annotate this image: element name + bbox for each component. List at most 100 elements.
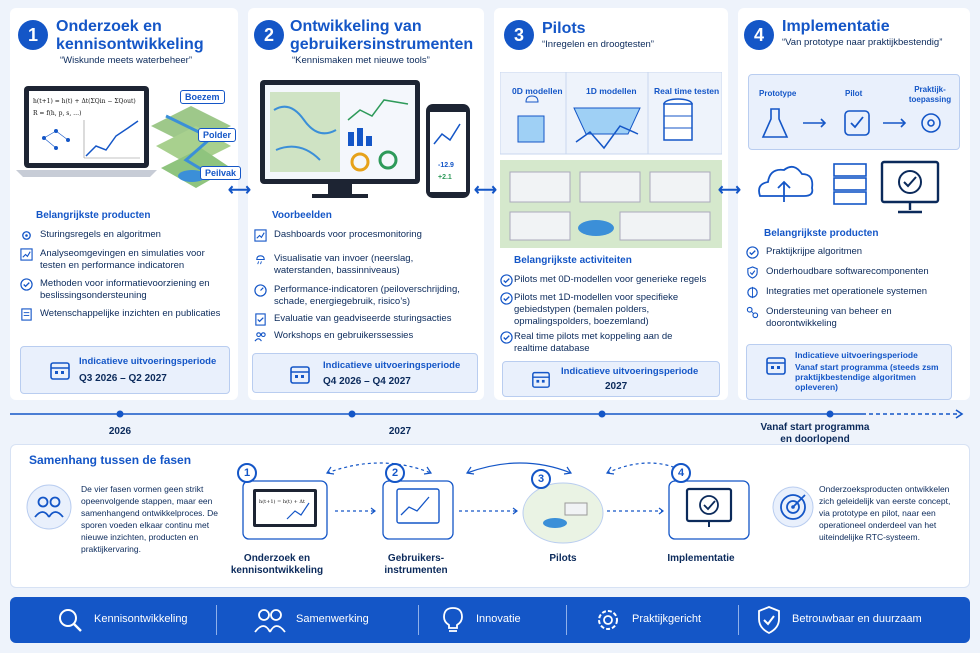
rain-icon [256,255,265,265]
check-circle-icon [500,292,513,305]
process-steps-box: Prototype Pilot Praktijk-toepassing [748,74,960,150]
period-value: Vanaf start programma (steeds zsm prakti… [795,362,939,392]
footer-item-collaboration: Samenwerking [254,597,414,643]
bidirectional-arrow-icon: ⟷ [228,182,251,199]
flow-step-2-number: 2 [385,463,405,483]
check-circle-icon [746,246,759,259]
period-value: Q4 2026 – Q4 2027 [323,376,411,387]
flow-step-3-label: Pilots [549,553,577,564]
timeline [10,409,964,419]
integration-icon [747,286,758,299]
bidirectional-arrow-icon: ⟷ [474,182,497,199]
lightbulb-icon [443,607,463,632]
phase-3-period: Indicatieve uitvoeringsperiode 2027 [502,361,720,397]
phone-value-1: -12.9 [438,162,454,169]
phase-4-subtitle: “Van prototype naar praktijkbestendig” [782,37,943,48]
phase-4-panel: 4 Implementatie “Van prototype naar prak… [738,8,970,400]
coherence-title: Samenhang tussen de fasen [29,453,192,467]
footer-item-reliable: Betrouwbaar en duurzaam [756,597,966,643]
cloud-server-monitor-illustration [758,160,940,214]
coherence-right-text: Onderzoeksproducten ontwikkelen zich gel… [819,484,951,542]
phase-1-period: Indicatieve uitvoeringsperiode Q3 2026 –… [20,346,230,394]
values-footer: Kennisontwikkeling Samenwerking Innovati… [10,597,970,643]
phase-2-number: 2 [254,20,284,50]
calendar-icon [532,371,550,388]
step-prototype-label: Prototype [759,89,797,98]
support-icon [746,306,759,319]
gear-icon [598,610,618,630]
flow-step-4-number: 4 [671,463,691,483]
flow-step-1-number: 1 [237,463,257,483]
people-icon [26,484,72,530]
phase-3-panel: 3 Pilots “Inregelen en droogtesten” 0D m… [494,8,728,400]
timeline-label-2027: 2027 [388,426,412,437]
period-value: 2027 [605,381,628,392]
flow-step-3-number: 3 [531,469,551,489]
phase-2-title: Ontwikkeling van gebruikersinstrumenten [290,18,474,53]
phase-2-panel: 2 Ontwikkeling van gebruikersinstrumente… [248,8,484,400]
gauge-icon [254,284,267,297]
steps-icons [761,108,941,138]
footer-divider [418,605,419,635]
dashboard-monitor-illustration [260,80,470,198]
phase-1-number: 1 [18,20,48,50]
phone-value-2: +2.1 [438,174,452,181]
models-illustration [500,72,722,248]
period-label: Indicatieve uitvoeringsperiode [561,366,699,377]
gear-network-icon [22,231,31,240]
check-circle-icon [500,331,513,344]
footer-divider [566,605,567,635]
search-icon [59,609,82,632]
step-pilot-label: Pilot [845,89,863,98]
footer-divider [738,605,739,635]
period-label: Indicatieve uitvoeringsperiode [79,356,217,367]
calendar-icon [290,366,310,384]
footer-item-practical: Praktijkgericht [594,597,724,643]
shield-check-icon [758,606,780,635]
flow-step-4-label: Implementatie [667,553,735,564]
model-0d-label: 0D modellen [512,86,563,96]
phase-3-title: Pilots [542,20,586,37]
footer-item-knowledge: Kennisontwikkeling [56,597,216,643]
phase-4-number: 4 [744,20,774,50]
bidirectional-arrow-icon: ⟷ [718,182,741,199]
timeline-label-2026: 2026 [108,426,132,437]
svg-text:h(t+1) = h(t) + Δt: h(t+1) = h(t) + Δt [259,498,305,505]
chart-icon [20,248,33,261]
model-1d-label: 1D modellen [586,86,637,96]
coherence-section: Samenhang tussen de fasen De vier fasen … [10,444,970,588]
label-polder: Polder [198,128,237,142]
document-icon [21,308,32,321]
svg-text:h(t+1) = h(t) + Δt(ΣQin − ΣQou: h(t+1) = h(t) + Δt(ΣQin − ΣQout) [33,98,136,105]
period-label: Indicatieve uitvoeringsperiode [323,360,461,371]
calendar-icon [766,357,786,375]
phase-2-period: Indicatieve uitvoeringsperiode Q4 2026 –… [252,353,478,393]
people-icon [254,609,286,633]
flow-diagram: h(t+1) = h(t) + Δt [242,462,750,544]
period-label: Indicatieve uitvoeringsperiode [795,350,918,360]
label-boezem: Boezem [180,90,225,104]
phase-3-subtitle: “Inregelen en droogtesten” [542,39,654,50]
phase-1-subtitle: “Wiskunde meets waterbeheer” [60,55,192,66]
phase-2-subtitle: “Kennismaken met nieuwe tools” [292,55,430,66]
flow-step-2-label: Gebruikers-instrumenten [384,553,448,576]
people-icon [254,332,266,342]
dashboard-icon [254,229,267,242]
footer-item-innovation: Innovatie [440,597,560,643]
phase-2-section-heading: Voorbeelden [272,210,332,221]
shield-check-icon [747,266,758,279]
calendar-icon [50,362,70,380]
phase-1-panel: 1 Onderzoek en kennisontwikkeling “Wisku… [10,8,242,400]
flow-step-1-label: Onderzoek en kennisontwikkeling [230,553,324,576]
model-realtime-label: Real time testen [654,86,720,96]
period-value: Q3 2026 – Q2 2027 [79,373,167,384]
check-circle-icon [500,274,513,287]
evaluation-icon [255,313,266,326]
phase-4-section-heading: Belangrijkste producten [764,228,879,239]
footer-divider [216,605,217,635]
phase-3-section-heading: Belangrijkste activiteiten [514,255,632,266]
step-practice-label: Praktijk-toepassing [908,85,952,104]
svg-text:R = f(h, p, s, …): R = f(h, p, s, …) [33,110,82,117]
coherence-left-text: De vier fasen vormen geen strikt opeenvo… [81,484,219,554]
target-icon [772,486,814,528]
